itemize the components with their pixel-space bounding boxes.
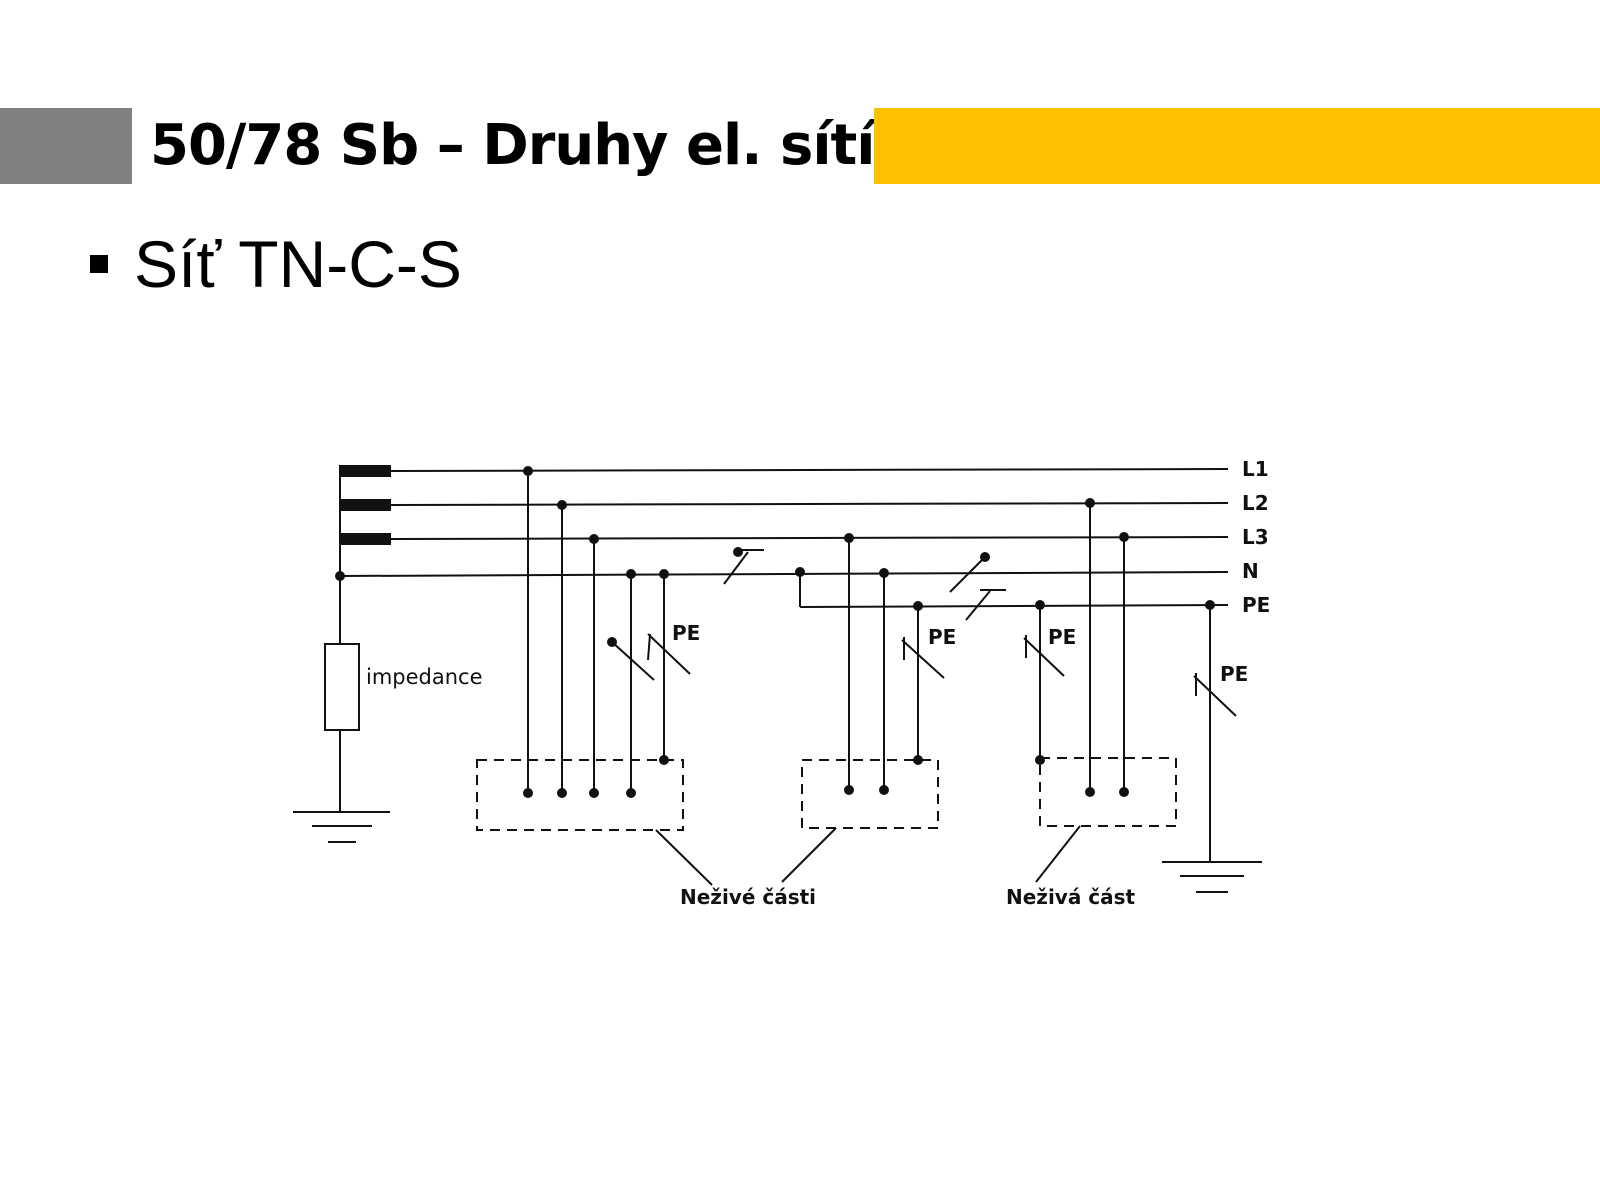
source-winding-l2 [339, 499, 391, 511]
junction-dot [335, 571, 345, 581]
junction-dot [523, 788, 533, 798]
junction-dot [733, 547, 743, 557]
label-l3: L3 [1242, 525, 1269, 549]
junction-dot [557, 788, 567, 798]
conductor-l3 [389, 536, 1229, 540]
junction-dot [844, 785, 854, 795]
load2-dead-parts-box [801, 759, 939, 829]
label-pe-load2: PE [928, 625, 956, 649]
label-neziva-cast: Neživá část [1006, 885, 1136, 909]
junction-dot [589, 788, 599, 798]
label-pe: PE [1242, 593, 1270, 617]
load1-callout [655, 829, 713, 886]
n-pe-break-stroke-1 [949, 556, 986, 593]
title-bar-accent-block [874, 108, 1600, 184]
junction-dot [879, 568, 889, 578]
conductor-pe [799, 604, 1229, 608]
junction-dot [795, 567, 805, 577]
junction-dot [626, 569, 636, 579]
label-l2: L2 [1242, 491, 1269, 515]
n-break-stroke [723, 551, 749, 585]
load1-dead-parts-box [476, 759, 684, 831]
bullet-square-icon [90, 255, 108, 273]
junction-dot [1119, 787, 1129, 797]
source-winding-l1 [339, 465, 391, 477]
label-impedance: impedance [366, 665, 483, 689]
junction-dot [844, 533, 854, 543]
junction-dot [879, 785, 889, 795]
label-nezive-casti: Neživé části [680, 885, 816, 909]
bullet-text: Síť TN-C-S [134, 227, 462, 301]
diagram-labels: L1 L2 L3 N PE impedance PE PE PE PE Neži… [366, 457, 1270, 909]
label-l1: L1 [1242, 457, 1269, 481]
junction-dot [1085, 787, 1095, 797]
junction-dot [523, 466, 533, 476]
label-pe-load1: PE [672, 621, 700, 645]
load2-callout [781, 827, 837, 883]
conductor-l1 [389, 468, 1229, 472]
load2-pe-mark [901, 639, 945, 679]
junction-dot [913, 755, 923, 765]
junction-dot [913, 601, 923, 611]
slide-title: 50/78 Sb – Druhy el. sítí [150, 113, 875, 178]
junction-dot [626, 788, 636, 798]
diagram-junction-dots [335, 466, 1215, 798]
diagram-wires [293, 465, 1262, 893]
label-pe-load3: PE [1048, 625, 1076, 649]
load1-break-mark-1 [611, 641, 655, 681]
junction-dot [589, 534, 599, 544]
load3-dead-part-box [1039, 757, 1177, 827]
load1-break-mark-2 [647, 633, 691, 675]
n-pe-break-stroke-2 [965, 590, 991, 621]
conductor-l2 [389, 502, 1229, 506]
title-bar-left-block [0, 108, 132, 184]
conductor-pen-n [339, 571, 1229, 577]
junction-dot [659, 569, 669, 579]
junction-dot [1205, 600, 1215, 610]
junction-dot [607, 637, 617, 647]
junction-dot [1119, 532, 1129, 542]
label-n: N [1242, 559, 1259, 583]
junction-dot [1035, 600, 1045, 610]
source-winding-l3 [339, 533, 391, 545]
junction-dot [557, 500, 567, 510]
bullet-item: Síť TN-C-S [90, 226, 462, 302]
load1-break-tick [647, 633, 651, 661]
load3-callout [1035, 825, 1081, 883]
junction-dot [1035, 755, 1045, 765]
pe-earth-mark [1193, 675, 1237, 717]
junction-dot [659, 755, 669, 765]
impedance-box [324, 643, 360, 731]
junction-dot [1085, 498, 1095, 508]
label-pe-earth: PE [1220, 662, 1248, 686]
load3-pe-mark [1023, 637, 1065, 677]
junction-dot [980, 552, 990, 562]
